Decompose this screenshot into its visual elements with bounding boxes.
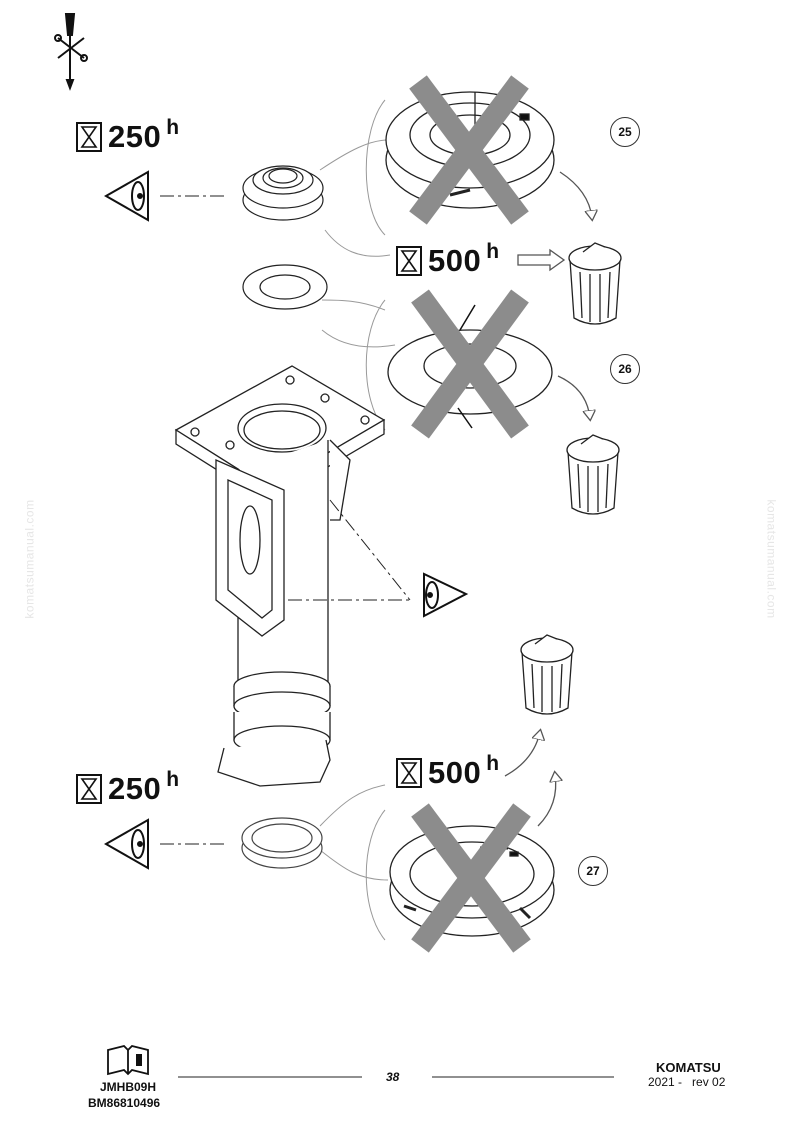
service-tools-icon	[54, 13, 88, 91]
interval-unit: h	[166, 116, 180, 139]
manual-book-icon	[107, 1045, 149, 1076]
page-number: 38	[386, 1070, 400, 1084]
interval-unit: h	[486, 752, 500, 775]
interval-unit: h	[166, 768, 180, 791]
interval-value: 250	[108, 771, 162, 806]
interval-250h-top: 250 h	[76, 116, 180, 154]
interval-250h-bottom: 250 h	[76, 768, 180, 806]
waste-bin-icon	[568, 242, 622, 325]
interval-500h-upper: 500 h	[396, 240, 500, 278]
footer-manual-code: BM86810496	[88, 1096, 161, 1110]
footer-revision: 2021 - rev 02	[648, 1075, 726, 1089]
hourglass-icon	[396, 246, 422, 276]
eye-icon	[103, 818, 149, 870]
slewing-post	[174, 365, 386, 787]
hourglass-icon	[76, 122, 102, 152]
callout-27: 27	[578, 856, 608, 886]
cross-out-mark	[411, 803, 531, 953]
seal-lower	[241, 817, 323, 869]
eye-icon	[423, 572, 469, 618]
waste-bin-icon	[566, 434, 620, 515]
cross-out-mark	[411, 289, 529, 439]
callout-25: 25	[610, 117, 640, 147]
watermark-left: komatsumanual.com	[22, 499, 37, 619]
callout-26: 26	[610, 354, 640, 384]
interval-value: 250	[108, 119, 162, 154]
cross-out-mark	[409, 75, 529, 225]
interval-value: 500	[428, 755, 482, 790]
interval-unit: h	[486, 240, 500, 263]
interval-500h-lower: 500 h	[396, 752, 500, 790]
watermark-right: komatsumanual.com	[764, 499, 779, 619]
footer-model-code: JMHB09H	[100, 1080, 157, 1094]
interval-value: 500	[428, 243, 482, 278]
washer	[242, 264, 328, 310]
eye-icon	[103, 170, 149, 222]
footer-brand: KOMATSU	[656, 1060, 721, 1075]
hourglass-icon	[396, 758, 422, 788]
seal-upper	[242, 165, 324, 221]
waste-bin-icon	[520, 634, 574, 715]
hourglass-icon	[76, 774, 102, 804]
